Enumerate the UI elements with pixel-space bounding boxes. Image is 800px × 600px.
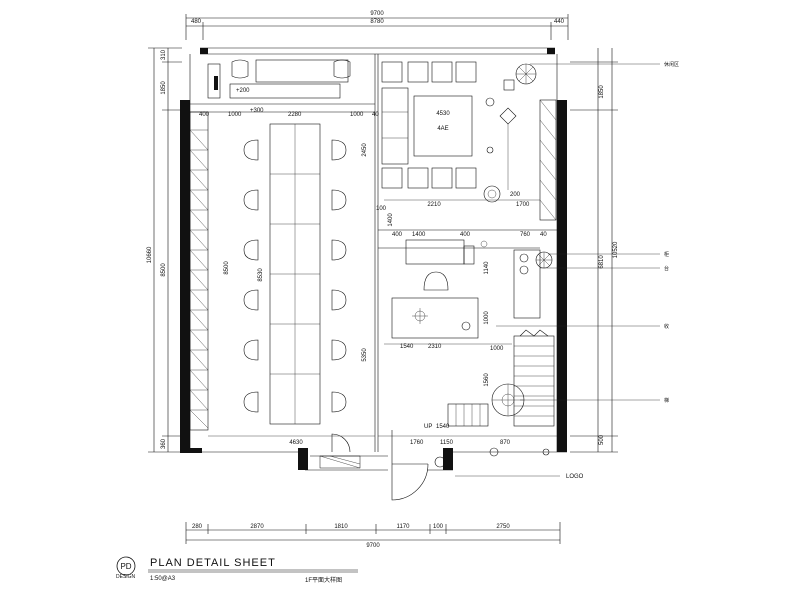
dim-r7: 4530 xyxy=(436,111,450,117)
leader-lines: 休闲区 柜 台 收 梯 xyxy=(496,61,679,404)
dim-w12: 4630 xyxy=(289,440,303,446)
tag-1: 休闲区 xyxy=(664,61,679,68)
dim-right-bottom: 500 xyxy=(599,434,605,445)
dim-top-right: 440 xyxy=(554,19,565,25)
dim-left-total: 10660 xyxy=(147,246,153,263)
dim-w6: 40 xyxy=(540,232,547,238)
dim-w5: 760 xyxy=(520,232,531,238)
dim-bottom-6: 2750 xyxy=(496,524,510,530)
sheet-title: PLAN DETAIL SHEET xyxy=(150,557,276,569)
dim-bottom-1: 280 xyxy=(192,524,203,530)
lounge-area: 4530 4AE 200 1700 xyxy=(381,61,557,221)
dim-h2: 8530 xyxy=(258,268,264,282)
entrance-area: 1760 1150 870 LOGO xyxy=(378,430,584,501)
dim-r6: 40 xyxy=(372,112,379,118)
dim-w19: +200 xyxy=(236,88,250,94)
dim-h6: 1700 xyxy=(516,202,530,208)
dim-h3: 1400 xyxy=(388,213,394,227)
dim-bottom-4: 1170 xyxy=(397,524,411,530)
dim-w3: 400 xyxy=(392,232,403,238)
plan-name: 1F平面大样图 xyxy=(305,576,342,584)
dim-h4: 5350 xyxy=(362,348,368,362)
tag-3: 台 xyxy=(664,265,669,272)
dim-w4: 400 xyxy=(460,232,471,238)
pd-logo-sub: DESIGN xyxy=(116,574,136,580)
tag-4: 收 xyxy=(664,323,669,330)
tag-2: 柜 xyxy=(664,251,669,258)
dim-r2: 1000 xyxy=(228,112,242,118)
tag-5: 梯 xyxy=(664,397,669,404)
dim-w9: 2310 xyxy=(428,344,442,350)
dim-w17: 100 xyxy=(376,206,387,212)
dim-h1: 2450 xyxy=(362,143,368,157)
hall-dimension-row: 400 1000 +300 2280 1000 40 xyxy=(199,108,379,118)
hall-bottom-dims: 4630 xyxy=(208,433,375,453)
dim-left-2: 1850 xyxy=(161,81,167,95)
dim-right-mid: 6810 xyxy=(599,255,605,269)
table-chairs-right xyxy=(331,139,347,413)
dim-w1: 2210 xyxy=(427,202,441,208)
dim-left-top: 310 xyxy=(161,49,167,60)
dim-w7: 1540 xyxy=(400,344,414,350)
dim-w20: 1540 xyxy=(436,424,450,430)
top-dimension-chain: 9700 480 8780 440 xyxy=(185,11,569,40)
staircase: 1560 UP 1540 xyxy=(424,329,555,430)
dim-w13: 1760 xyxy=(410,440,424,446)
dim-left-inner: 8500 xyxy=(224,261,230,275)
sheet-scale: 1:50@A3 xyxy=(150,576,176,582)
dim-w2: 1400 xyxy=(412,232,426,238)
dim-top-mid: 8780 xyxy=(370,19,384,25)
dim-w8: 1140 xyxy=(484,261,490,275)
dim-w11: 1000 xyxy=(490,346,504,352)
dim-w16: 1560 xyxy=(484,373,490,387)
pd-logo-text: PD xyxy=(120,562,131,571)
dim-r5: 1000 xyxy=(350,112,364,118)
pd-logo-icon xyxy=(116,556,136,576)
dim-bottom-3: 1810 xyxy=(334,524,348,530)
room-code: 4AE xyxy=(437,126,448,132)
bottom-dimension-chain: 280 2870 1810 1170 100 2750 9700 xyxy=(185,522,561,549)
dim-r3: +300 xyxy=(250,108,264,114)
dim-right-total: 10520 xyxy=(613,241,619,258)
dim-top-left: 480 xyxy=(191,19,202,25)
dim-w15: 870 xyxy=(500,440,511,446)
dim-r1: 400 xyxy=(199,112,210,118)
reception-area: 400 1400 400 760 40 1140 1000 1540 2310 … xyxy=(384,232,553,352)
dim-w10: 1000 xyxy=(484,311,490,325)
dim-top-total: 9700 xyxy=(370,11,384,17)
dim-left-bottom: 360 xyxy=(161,438,167,449)
label-up: UP xyxy=(424,424,432,430)
top-booth-area: +200 xyxy=(207,59,351,99)
dim-bottom-5: 100 xyxy=(433,524,444,530)
lounge-dims: 2210 1400 100 xyxy=(376,199,540,227)
long-conference-table: 8530 8500 2450 5350 xyxy=(224,123,368,425)
left-wall-shelving xyxy=(189,129,209,429)
right-dimension-chain: 1850 6810 10520 500 xyxy=(570,48,619,453)
label-logo: LOGO xyxy=(566,474,584,480)
dim-left-mid: 8500 xyxy=(161,263,167,277)
dim-bottom-2: 2870 xyxy=(250,524,264,530)
left-dimension-chain: 10660 310 1850 8500 360 xyxy=(147,47,182,453)
table-chairs-left xyxy=(243,139,259,413)
dim-h5: 200 xyxy=(510,192,521,198)
dim-bottom-total: 9700 xyxy=(366,543,380,549)
title-block: PD DESIGN PLAN DETAIL SHEET 1:50@A3 1F平面… xyxy=(116,556,358,584)
dim-w14: 1150 xyxy=(440,440,454,446)
dim-right-top: 1850 xyxy=(599,85,605,99)
interior-partitions xyxy=(189,54,557,452)
dim-r4: 2280 xyxy=(288,112,302,118)
